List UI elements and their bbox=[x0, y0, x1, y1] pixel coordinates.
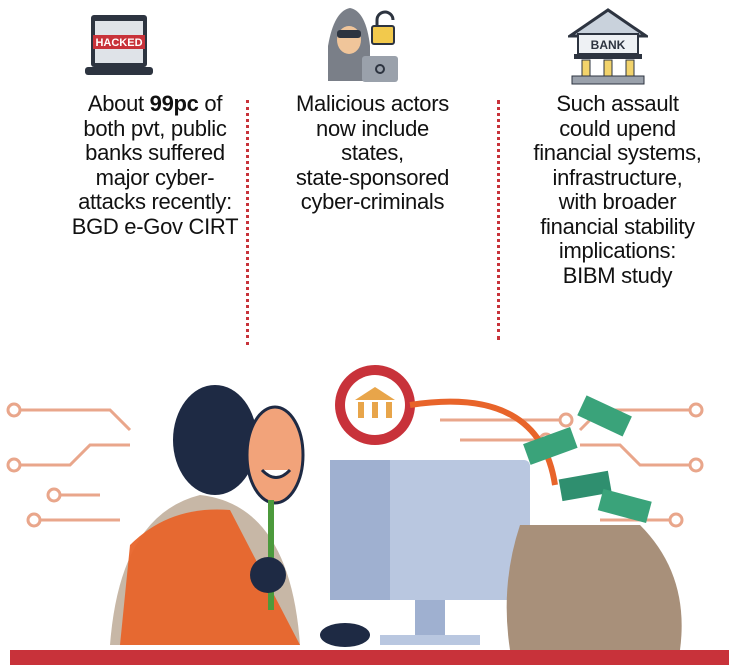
bank-icon: BANK bbox=[568, 8, 648, 85]
text-line: could upend bbox=[559, 115, 676, 141]
text-line: with broader bbox=[558, 189, 677, 214]
bottom-bar bbox=[10, 650, 729, 665]
text-line: Such assault bbox=[556, 91, 679, 116]
text-line: cyber-criminals bbox=[300, 189, 445, 214]
text-line: financial systems, bbox=[533, 140, 702, 165]
highlight-99pc: 99pc bbox=[149, 91, 199, 116]
text-line: major cyber- bbox=[95, 164, 215, 190]
bank-badge-icon bbox=[335, 365, 415, 445]
text-line: Malicious actors bbox=[296, 91, 449, 116]
column-malicious-actors: Malicious actors now include states, sta… bbox=[250, 91, 495, 215]
bank-text: BANK bbox=[591, 38, 626, 52]
text-line: states, bbox=[341, 140, 404, 165]
text-segment: About bbox=[87, 91, 150, 116]
dotted-divider bbox=[246, 100, 249, 345]
text-line: banks suffered bbox=[85, 140, 225, 165]
cyber-attack-illustration bbox=[6, 365, 729, 665]
text-line: About 99pc of bbox=[20, 91, 290, 117]
hacker-icon bbox=[328, 8, 398, 82]
text-line: now include bbox=[316, 115, 429, 141]
text-line: state-sponsored bbox=[295, 164, 450, 190]
text-line: financial stability bbox=[540, 213, 695, 239]
text-line: attacks recently: bbox=[78, 189, 232, 214]
computer-monitor-icon bbox=[330, 460, 530, 645]
hacked-text: HACKED bbox=[95, 37, 142, 49]
text-line: BGD e-Gov CIRT bbox=[71, 213, 239, 239]
column-bank-attacks: About 99pc of both pvt, public banks suf… bbox=[20, 91, 290, 239]
hacked-laptop-icon: HACKED bbox=[85, 15, 153, 75]
text-segment: of bbox=[198, 91, 223, 116]
text-line: implications: bbox=[558, 238, 677, 263]
text-line: BIBM study bbox=[562, 262, 673, 288]
column-financial-stability: Such assault could upend financial syste… bbox=[500, 91, 735, 288]
money-bag-icon bbox=[506, 395, 682, 650]
text-line: both pvt, public bbox=[83, 115, 227, 141]
dotted-divider bbox=[497, 100, 500, 340]
hacker-with-mask-figure bbox=[110, 385, 370, 647]
text-line: infrastructure, bbox=[552, 164, 683, 190]
